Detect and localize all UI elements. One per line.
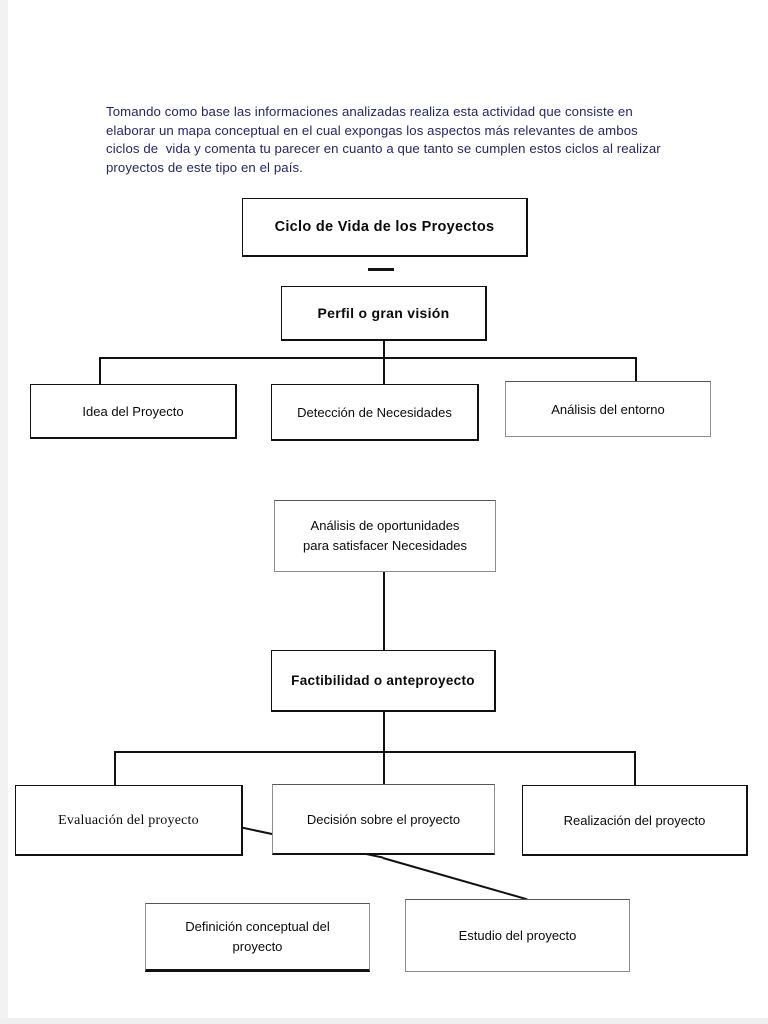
connector-factibilidad-stem bbox=[383, 712, 385, 785]
page-edge-bottom bbox=[0, 1018, 768, 1024]
node-ciclo-de-vida-de-los-proyectos[interactable]: Ciclo de Vida de los Proyectos bbox=[242, 198, 528, 257]
connector-drop-deteccion bbox=[383, 357, 385, 384]
node-label: Detección de Necesidades bbox=[297, 404, 452, 420]
connector-bus-level5 bbox=[114, 751, 635, 753]
node-decision-sobre-el-proyecto[interactable]: Decisión sobre el proyecto bbox=[272, 784, 495, 855]
node-perfil-o-gran-vision[interactable]: Perfil o gran visión bbox=[281, 286, 487, 341]
node-analisis-del-entorno[interactable]: Análisis del entorno bbox=[505, 381, 711, 437]
connector-oportunidades-to-factibilidad bbox=[383, 572, 385, 650]
node-label: Estudio del proyecto bbox=[458, 928, 577, 943]
node-label: Realización del proyecto bbox=[563, 812, 706, 828]
node-definicion-conceptual-del-proyecto[interactable]: Definición conceptual del proyecto bbox=[145, 903, 370, 972]
connector-perfil-stem bbox=[383, 340, 385, 358]
node-label: Análisis de oportunidades para satisface… bbox=[302, 518, 468, 553]
node-factibilidad-o-anteproyecto[interactable]: Factibilidad o anteproyecto bbox=[271, 650, 496, 712]
node-realizacion-del-proyecto[interactable]: Realización del proyecto bbox=[522, 785, 748, 856]
node-deteccion-de-necesidades[interactable]: Detección de Necesidades bbox=[271, 384, 479, 441]
page-edge-left bbox=[0, 0, 8, 1024]
connector-bus-level2 bbox=[99, 357, 636, 359]
node-label: Ciclo de Vida de los Proyectos bbox=[274, 218, 495, 235]
connector-drop-evaluacion bbox=[114, 751, 116, 785]
node-label: Decisión sobre el proyecto bbox=[306, 811, 461, 827]
node-estudio-del-proyecto[interactable]: Estudio del proyecto bbox=[405, 899, 630, 972]
node-label: Análisis del entorno bbox=[551, 401, 665, 417]
node-label: Perfil o gran visión bbox=[317, 304, 450, 321]
instructions-paragraph: Tomando como base las informaciones anal… bbox=[106, 104, 665, 175]
connector-root-to-perfil bbox=[368, 268, 394, 271]
node-label: Factibilidad o anteproyecto bbox=[291, 673, 475, 688]
connector-decision-to-estudio bbox=[382, 857, 528, 900]
node-analisis-de-oportunidades[interactable]: Análisis de oportunidades para satisface… bbox=[274, 500, 496, 572]
connector-drop-entorno bbox=[635, 357, 637, 382]
connector-drop-realizacion bbox=[634, 751, 636, 785]
connector-drop-idea bbox=[99, 357, 101, 384]
node-idea-del-proyecto[interactable]: Idea del Proyecto bbox=[30, 384, 237, 439]
node-label: Evaluación del proyecto bbox=[58, 812, 199, 828]
node-evaluacion-del-proyecto[interactable]: Evaluación del proyecto bbox=[15, 785, 243, 856]
node-label: Definición conceptual del proyecto bbox=[185, 918, 330, 954]
node-label: Idea del Proyecto bbox=[82, 403, 184, 419]
